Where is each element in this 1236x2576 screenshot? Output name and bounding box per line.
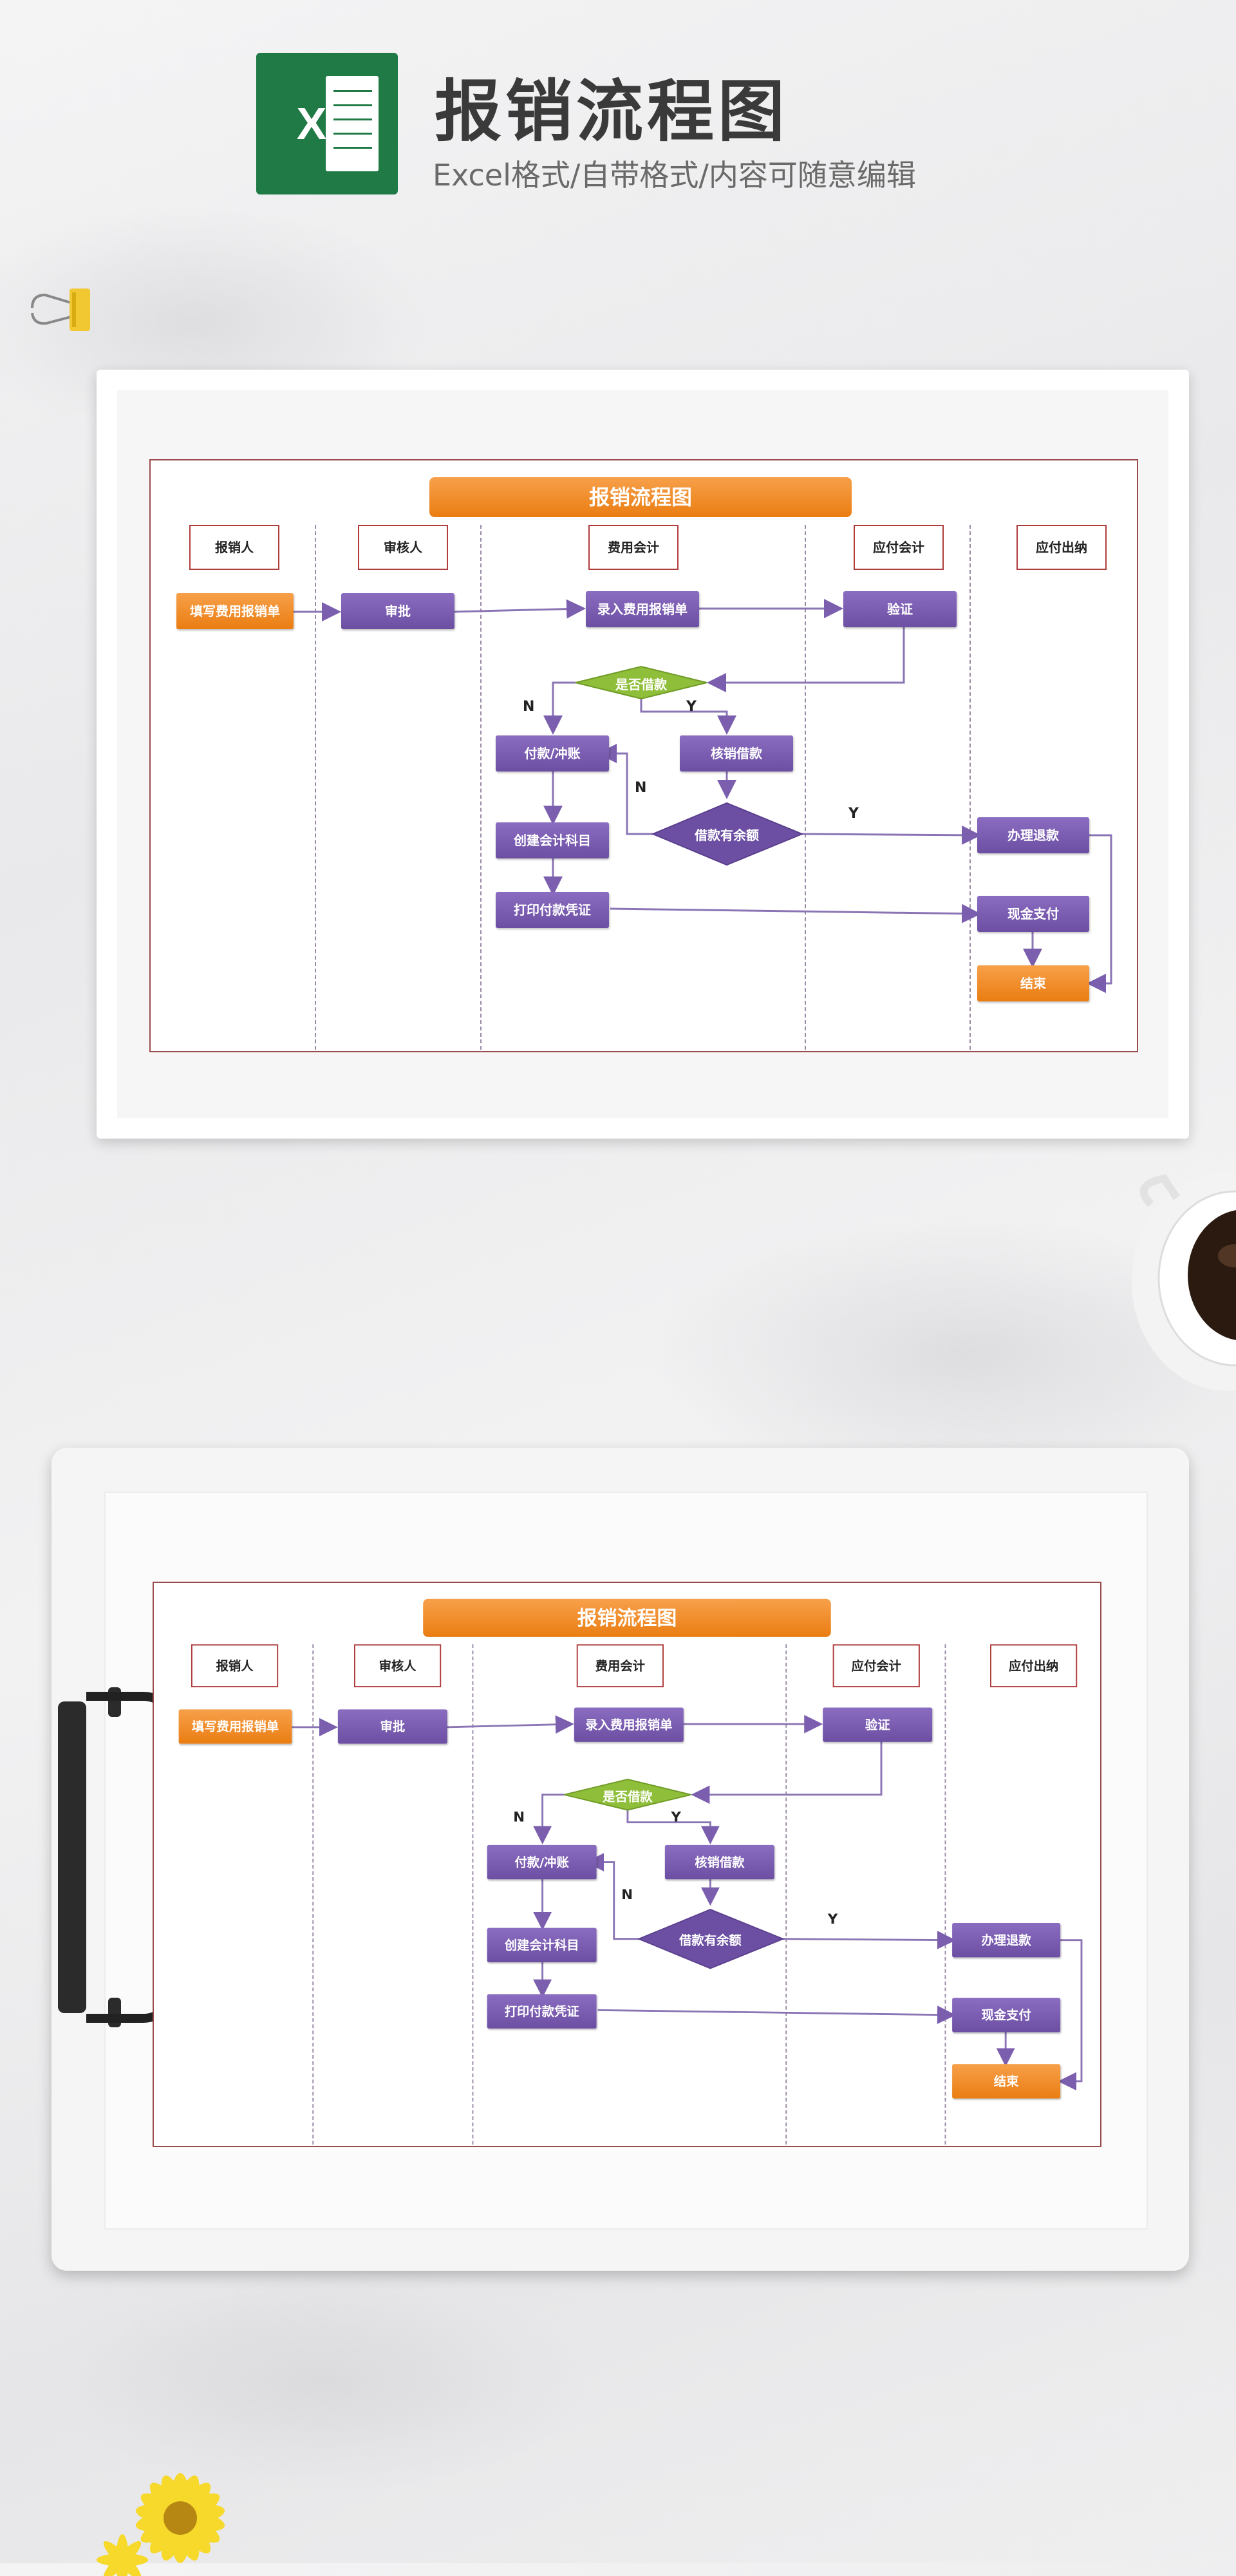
lane-header-reviewer: 审核人 <box>353 1644 442 1688</box>
step-writeoff-loan: 核销借款 <box>680 735 793 772</box>
step-approve: 审批 <box>337 1709 447 1744</box>
lane-header-expense-accountant: 费用会计 <box>588 525 679 570</box>
decision-is-loan-label: 是否借款 <box>615 677 667 692</box>
flowchart-sheet-top: 报销流程图 报销人 审核人 费用会计 应付会计 应付出纳 <box>149 459 1138 1052</box>
coffee-cup-icon <box>1132 1172 1236 1391</box>
lane-divider <box>315 525 316 1050</box>
step-approve: 审批 <box>341 593 454 629</box>
excel-logo-icon: X <box>256 53 398 194</box>
page-subtitle: Excel格式/自带格式/内容可随意编辑 <box>433 158 916 193</box>
step-pay-offset: 付款/冲账 <box>487 1844 597 1880</box>
step-create-account: 创建会计科目 <box>487 1927 597 1962</box>
lane-header-payable-accountant: 应付会计 <box>854 525 944 570</box>
step-print-voucher: 打印付款凭证 <box>496 892 609 928</box>
branch-label-no: N <box>513 1810 525 1826</box>
decision-loan-balance-label: 借款有余额 <box>695 828 759 843</box>
step-refund: 办理退款 <box>977 817 1089 853</box>
branch-label-yes: Y <box>848 806 859 822</box>
decision-is-loan <box>575 665 707 700</box>
lane-header-cashier: 应付出纳 <box>990 1644 1078 1688</box>
step-pay-offset: 付款/冲账 <box>496 735 609 772</box>
lane-header-payable-accountant: 应付会计 <box>832 1644 920 1688</box>
step-writeoff-loan: 核销借款 <box>664 1844 774 1880</box>
step-print-voucher: 打印付款凭证 <box>487 1994 597 2029</box>
page-title: 报销流程图 <box>435 72 789 151</box>
flower-icon <box>97 2473 225 2576</box>
step-enter-form: 录入费用报销单 <box>574 1707 684 1742</box>
excel-logo-letter: X <box>296 99 327 149</box>
lane-divider <box>969 525 971 1050</box>
flowchart-sheet-bottom: 报销流程图 报销人 审核人 费用会计 应付会计 应付出纳 <box>153 1582 1101 2147</box>
binder-clip-icon <box>31 289 90 331</box>
branch-label-no: N <box>621 1887 633 1903</box>
decision-loan-balance <box>651 802 804 866</box>
branch-label-yes: Y <box>671 1810 681 1826</box>
lane-divider <box>312 1644 314 2145</box>
lane-divider <box>944 1644 946 2145</box>
lane-divider <box>472 1644 474 2145</box>
lane-divider <box>785 1644 787 2145</box>
lane-header-claimant: 报销人 <box>189 525 279 570</box>
step-cash-pay: 现金支付 <box>977 896 1089 932</box>
branch-label-no: N <box>523 699 535 715</box>
branch-label-yes: Y <box>827 1911 838 1927</box>
step-create-account: 创建会计科目 <box>496 822 609 858</box>
step-end: 结束 <box>952 2064 1061 2099</box>
step-refund: 办理退款 <box>952 1922 1061 1958</box>
decision-loan-balance-label: 借款有余额 <box>679 1933 742 1948</box>
lane-divider <box>480 525 482 1050</box>
branch-label-no: N <box>635 780 647 796</box>
decision-shapes <box>575 665 804 866</box>
decision-loan-balance <box>637 1908 785 1969</box>
step-end: 结束 <box>977 965 1089 1001</box>
decision-is-loan-label: 是否借款 <box>603 1789 653 1804</box>
lane-divider <box>805 525 806 1050</box>
step-fill-form: 填写费用报销单 <box>178 1709 292 1744</box>
step-verify: 验证 <box>843 591 957 627</box>
lane-header-reviewer: 审核人 <box>358 525 448 570</box>
lane-header-cashier: 应付出纳 <box>1016 525 1107 570</box>
flowchart-title: 报销流程图 <box>429 477 852 517</box>
flowchart-connectors <box>292 1714 1083 2091</box>
step-verify: 验证 <box>823 1707 933 1742</box>
step-cash-pay: 现金支付 <box>952 1998 1061 2032</box>
flowchart-title: 报销流程图 <box>423 1598 831 1637</box>
flowchart: 报销流程图 报销人 审核人 费用会计 应付会计 应付出纳 <box>151 460 1129 1050</box>
decision-shapes <box>564 1778 785 1969</box>
lane-header-claimant: 报销人 <box>191 1644 279 1688</box>
step-enter-form: 录入费用报销单 <box>586 591 699 627</box>
decision-is-loan <box>564 1778 691 1811</box>
step-fill-form: 填写费用报销单 <box>176 593 294 629</box>
lane-header-expense-accountant: 费用会计 <box>576 1644 664 1688</box>
flowchart-connectors <box>294 599 1112 993</box>
flowchart: 报销流程图 报销人 审核人 费用会计 应付会计 应付出纳 <box>154 1583 1099 2145</box>
branch-label-yes: Y <box>686 699 697 715</box>
